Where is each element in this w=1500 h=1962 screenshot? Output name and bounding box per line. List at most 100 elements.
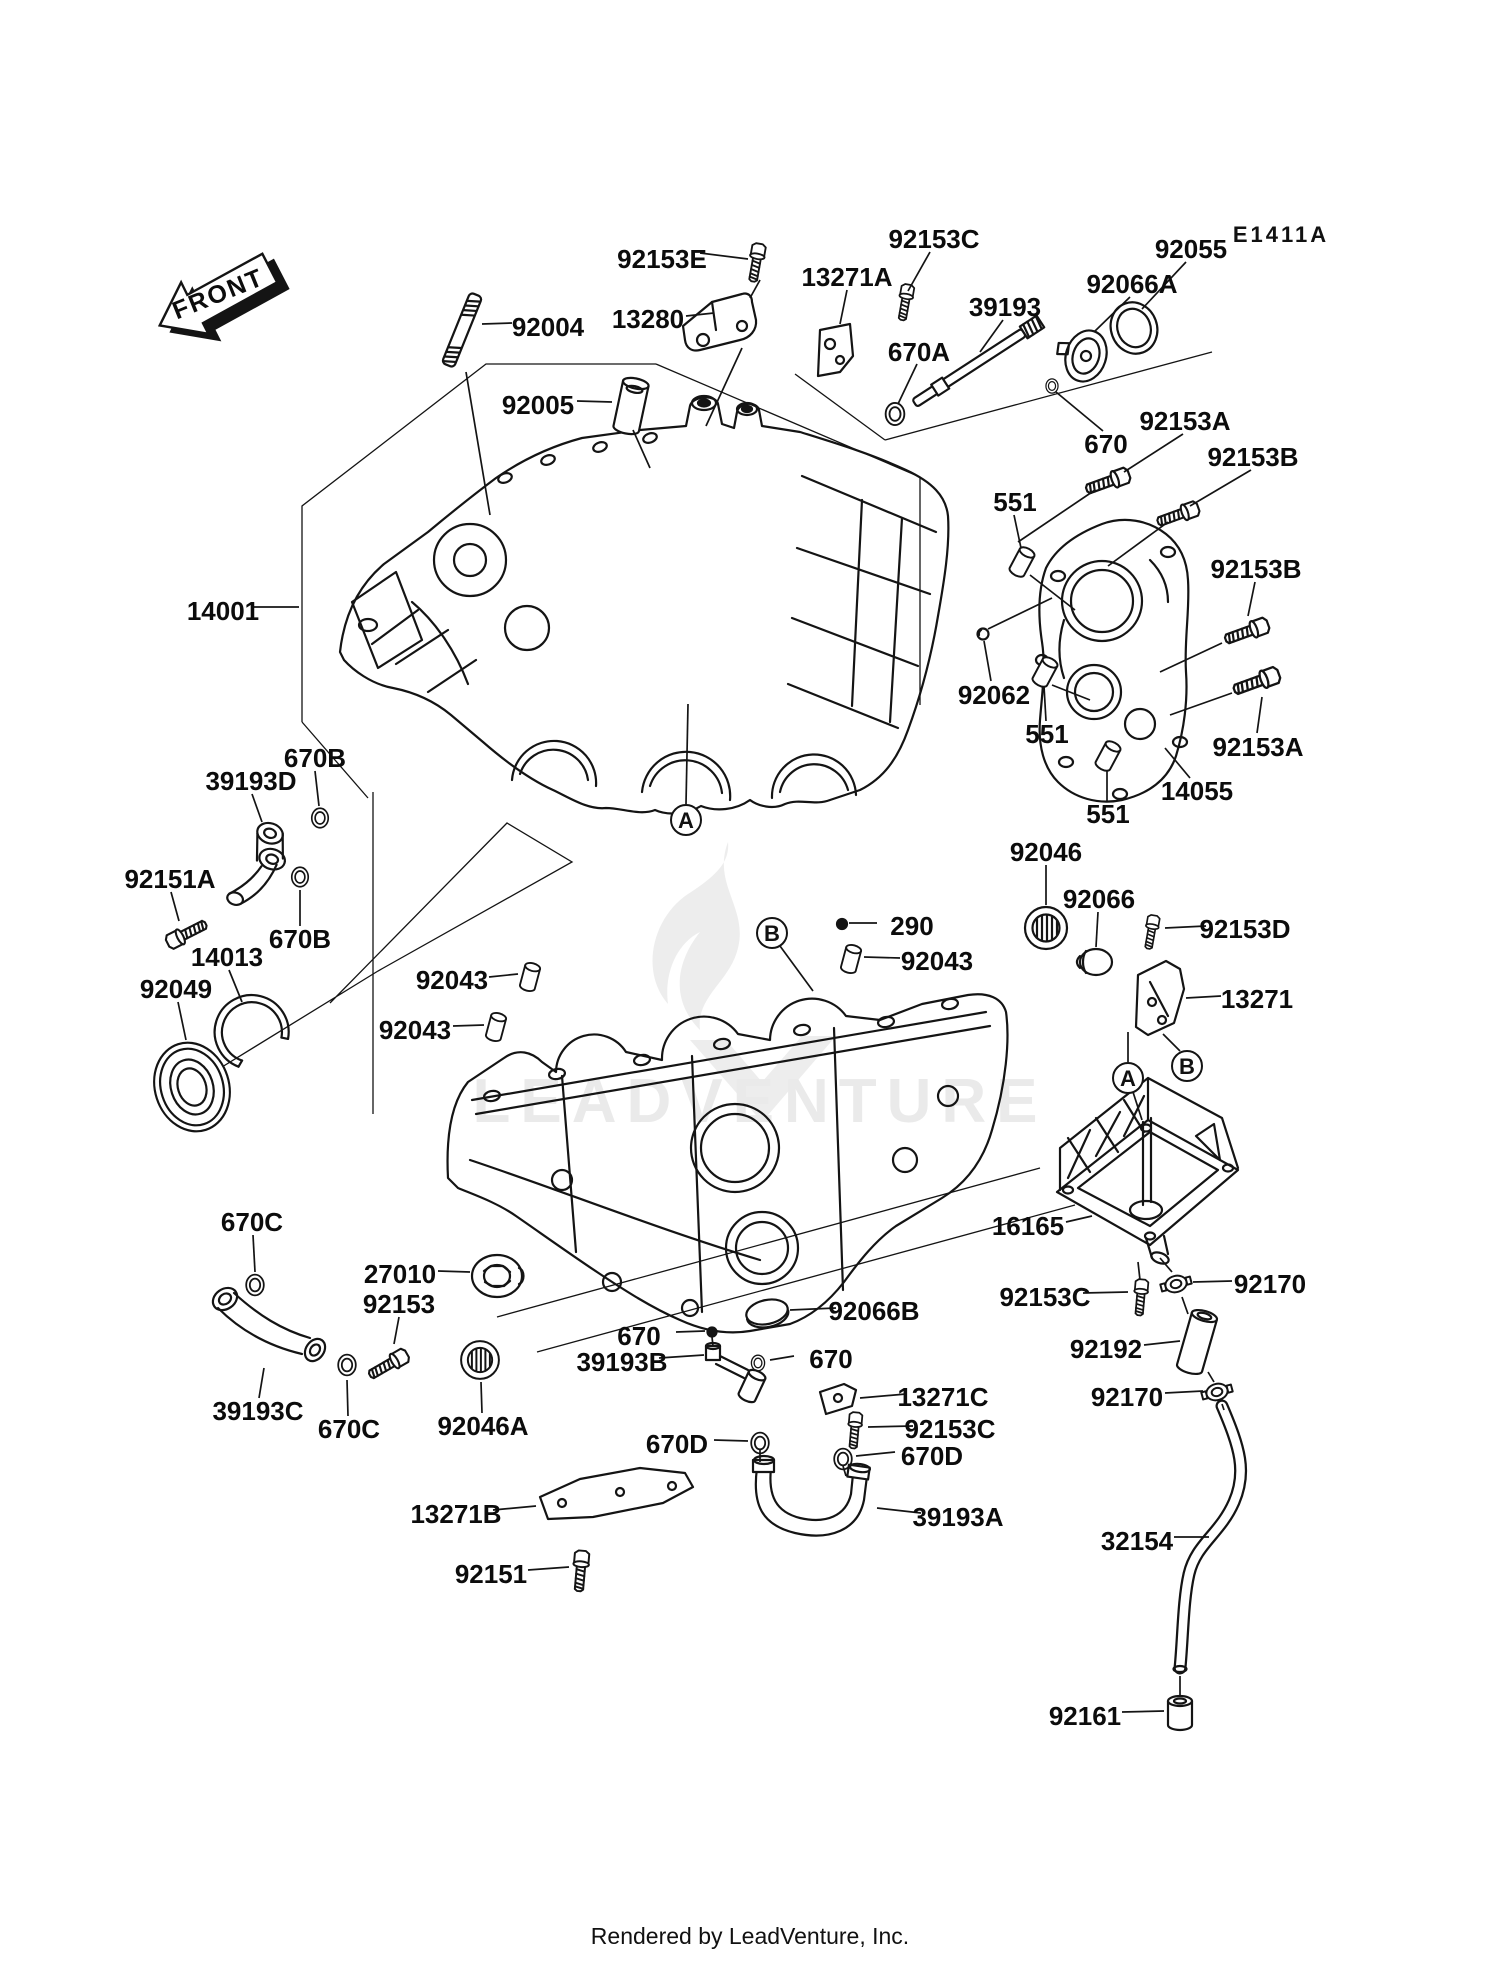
label-92170-bottom: 92170 — [1091, 1382, 1163, 1412]
label-92055: 92055 — [1155, 234, 1227, 264]
footer-credit: Rendered by LeadVenture, Inc. — [591, 1923, 909, 1949]
callout-a-upper: A — [678, 808, 694, 833]
label-92153c-bottom: 92153C — [904, 1414, 995, 1444]
bracket-13280 — [681, 292, 758, 352]
label-551-bottom: 551 — [1086, 799, 1129, 829]
label-92066a: 92066A — [1086, 269, 1177, 299]
cap-92066b — [745, 1298, 790, 1329]
dowel-92043-b — [484, 1010, 508, 1044]
upper-crankcase-14001 — [338, 394, 950, 815]
label-92046a: 92046A — [437, 1411, 528, 1441]
label-92066: 92066 — [1063, 884, 1135, 914]
dowel-92043-a — [518, 960, 542, 994]
plug-92066 — [1075, 947, 1114, 977]
oring-670b-top — [310, 807, 330, 829]
callout-a-lower: A — [1120, 1066, 1136, 1091]
cap-92161 — [1166, 1694, 1194, 1732]
label-92043-a: 92043 — [416, 965, 488, 995]
bracket-13271b — [538, 1466, 695, 1521]
label-13271c: 13271C — [897, 1382, 988, 1412]
label-92161: 92161 — [1049, 1701, 1121, 1731]
oring-92055 — [1109, 301, 1159, 355]
label-670d-left: 670D — [646, 1429, 708, 1459]
half-ring-14013 — [213, 993, 290, 1068]
bolt-92153d — [1141, 913, 1162, 951]
hose-32154 — [1172, 1399, 1248, 1675]
bolt-92153c-bottom — [845, 1410, 864, 1450]
lower-crankcase — [446, 993, 1009, 1334]
clamp-92170-bottom — [1199, 1379, 1235, 1405]
label-670-ring: 670 — [809, 1344, 852, 1374]
label-670-dot: 670 — [617, 1321, 660, 1351]
label-92153b-top: 92153B — [1207, 442, 1298, 472]
label-670c-top: 670C — [221, 1207, 283, 1237]
label-92153b-side: 92153B — [1210, 554, 1301, 584]
label-670a: 670A — [888, 337, 950, 367]
label-13271: 13271 — [1221, 984, 1293, 1014]
label-92151: 92151 — [455, 1559, 527, 1589]
label-92046: 92046 — [1010, 837, 1082, 867]
oring-670a — [884, 402, 906, 426]
oring-670c-bottom — [337, 1353, 357, 1377]
ball-92062 — [976, 627, 990, 641]
bolt-92153e — [744, 241, 768, 284]
diagram-code: E1411A — [1233, 222, 1329, 247]
label-39193b: 39193B — [576, 1347, 667, 1377]
bolt-92153 — [364, 1345, 413, 1384]
part-labels: 92153E 13280 92004 92005 13271A 92153C 3… — [124, 224, 1306, 1731]
leadventure-watermark: LEADVENTURE — [472, 842, 1038, 1136]
label-92004: 92004 — [512, 312, 585, 342]
bearing-92046 — [1023, 905, 1069, 951]
oil-pipe-39193b — [704, 1341, 767, 1404]
front-arrow: FRONT — [157, 252, 290, 342]
label-670b-bottom: 670B — [269, 924, 331, 954]
bracket-13271 — [1134, 959, 1186, 1037]
label-92153d: 92153D — [1199, 914, 1290, 944]
pin-290 — [835, 917, 849, 931]
label-92043-b: 92043 — [379, 1015, 451, 1045]
label-13271a: 13271A — [801, 262, 892, 292]
dowel-551-top — [1006, 544, 1038, 580]
label-92062: 92062 — [958, 680, 1030, 710]
label-670b-top: 670B — [284, 743, 346, 773]
cap-92066a — [1056, 329, 1108, 383]
label-670c-bottom: 670C — [318, 1414, 380, 1444]
bearing-92046a — [460, 1340, 500, 1380]
label-92049: 92049 — [140, 974, 212, 1004]
label-39193d: 39193D — [205, 766, 296, 796]
oil-pipe-39193a — [751, 1454, 872, 1537]
label-670-shaft: 670 — [1084, 429, 1127, 459]
oring-670b-bottom — [290, 866, 310, 888]
label-14055: 14055 — [1161, 776, 1233, 806]
collar-92005 — [612, 376, 650, 436]
engine-cover-14055 — [1034, 518, 1190, 803]
label-92153c-top: 92153C — [888, 224, 979, 254]
label-92192: 92192 — [1070, 1334, 1142, 1364]
label-92170-top: 92170 — [1234, 1269, 1306, 1299]
label-16165: 16165 — [992, 1211, 1064, 1241]
label-13280: 13280 — [612, 304, 684, 334]
label-92043-c: 92043 — [901, 946, 973, 976]
oring-670-ring — [750, 1354, 766, 1372]
callout-b-upper: B — [764, 921, 780, 946]
label-14001: 14001 — [187, 596, 259, 626]
label-14013: 14013 — [191, 942, 263, 972]
label-290: 290 — [890, 911, 933, 941]
oring-670-dot — [706, 1326, 718, 1338]
bolt-92153a-side — [1230, 664, 1284, 700]
oil-seal-92049 — [153, 1041, 231, 1133]
bracket-13271c — [818, 1382, 858, 1416]
clamp-92170-top — [1158, 1271, 1194, 1297]
label-92153: 92153 — [363, 1289, 435, 1319]
oil-pipe-39193 — [912, 314, 1046, 407]
label-39193: 39193 — [969, 292, 1041, 322]
tube-92192 — [1175, 1308, 1219, 1376]
fasteners — [162, 241, 1284, 1593]
label-39193c: 39193C — [212, 1396, 303, 1426]
label-670d-right: 670D — [901, 1441, 963, 1471]
label-39193a: 39193A — [912, 1502, 1003, 1532]
leader-lines — [170, 251, 1263, 1713]
dowel-92043-c — [839, 942, 863, 976]
dowel-551-bottom — [1092, 738, 1124, 774]
